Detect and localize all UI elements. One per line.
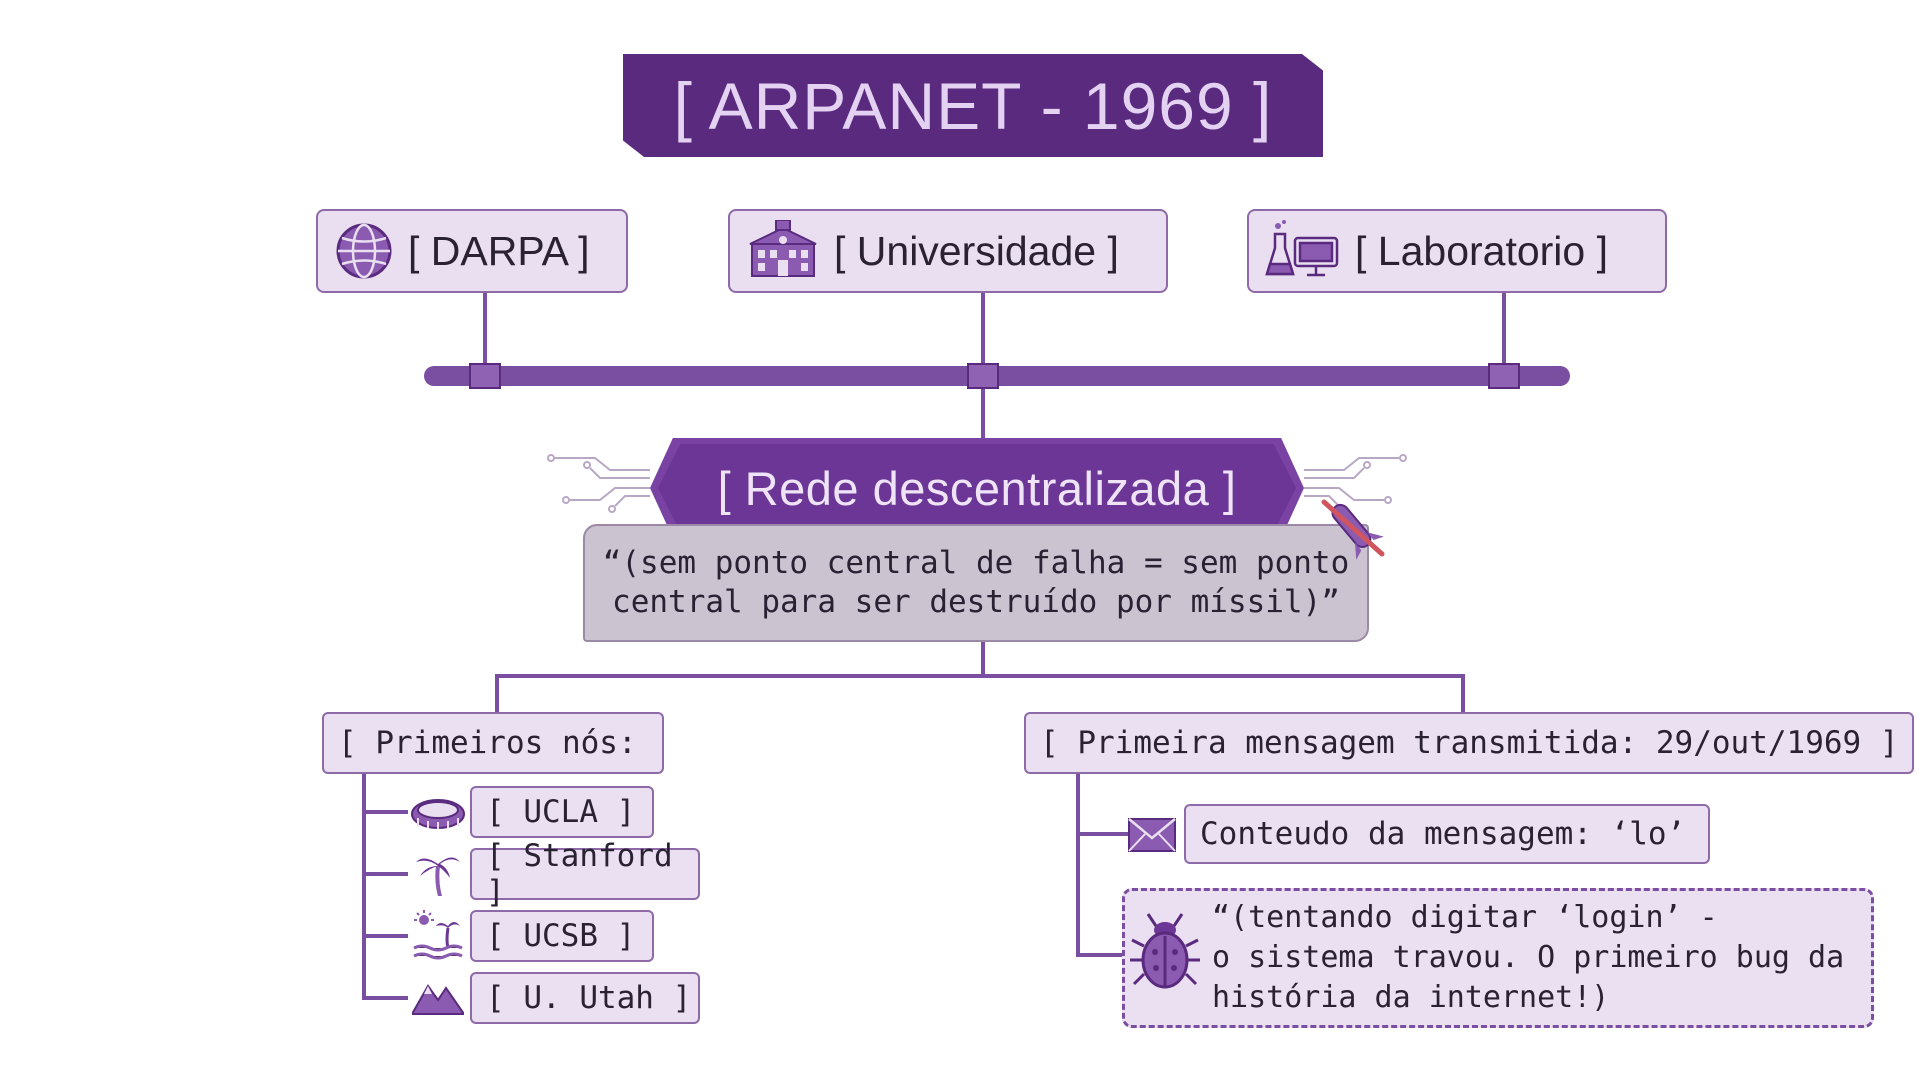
- node-ucla: [ UCLA ]: [470, 786, 654, 838]
- first-message-header: [ Primeira mensagem transmitida: 29/out/…: [1024, 712, 1914, 774]
- node-universidade: [ Universidade ]: [728, 209, 1168, 293]
- node-darpa: [ DARPA ]: [316, 209, 628, 293]
- bug-note: “(tentando digitar ‘login’ - o sistema t…: [1212, 898, 1862, 1018]
- node-ucsb: [ UCSB ]: [470, 910, 654, 962]
- node-laboratorio-label: [ Laboratorio ]: [1355, 227, 1608, 274]
- message-content: Conteudo da mensagem: ‘lo’: [1184, 804, 1710, 864]
- network-note-line-1: “(sem ponto central de falha = sem ponto: [602, 545, 1350, 581]
- node-stanford: [ Stanford ]: [470, 838, 700, 910]
- stadium-icon: [410, 790, 466, 841]
- palm-tree-icon: [414, 848, 462, 903]
- globe-icon: [334, 221, 394, 281]
- node-universidade-label: [ Universidade ]: [834, 227, 1119, 274]
- network-note: “(sem ponto central de falha = sem ponto…: [583, 524, 1369, 642]
- diagram-title: [ ARPANET - 1969 ]: [623, 54, 1323, 157]
- university-building-icon: [746, 220, 820, 282]
- lab-flask-computer-icon: [1265, 220, 1341, 282]
- bug-beetle-icon: [1130, 912, 1200, 997]
- envelope-icon: [1128, 818, 1176, 857]
- network-banner: [ Rede descentralizada ]: [658, 444, 1296, 532]
- circuit-decoration-left: [547, 454, 650, 513]
- bug-note-line-3: história da internet!): [1212, 980, 1610, 1015]
- node-u-utah: [ U. Utah ]: [470, 972, 700, 1024]
- bug-note-line-2: o sistema travou. O primeiro bug da: [1212, 940, 1845, 975]
- first-nodes-header: [ Primeiros nós:: [322, 712, 664, 774]
- beach-sun-icon: [412, 910, 464, 965]
- bug-note-line-1: “(tentando digitar ‘login’ -: [1212, 900, 1718, 935]
- crossed-missile-icon: [1316, 494, 1392, 569]
- network-note-line-2: central para ser destruído por míssil)”: [612, 584, 1340, 620]
- node-laboratorio: [ Laboratorio ]: [1247, 209, 1667, 293]
- mountain-icon: [410, 976, 466, 1021]
- node-darpa-label: [ DARPA ]: [408, 227, 590, 274]
- bug-note-box: [1122, 888, 1874, 1028]
